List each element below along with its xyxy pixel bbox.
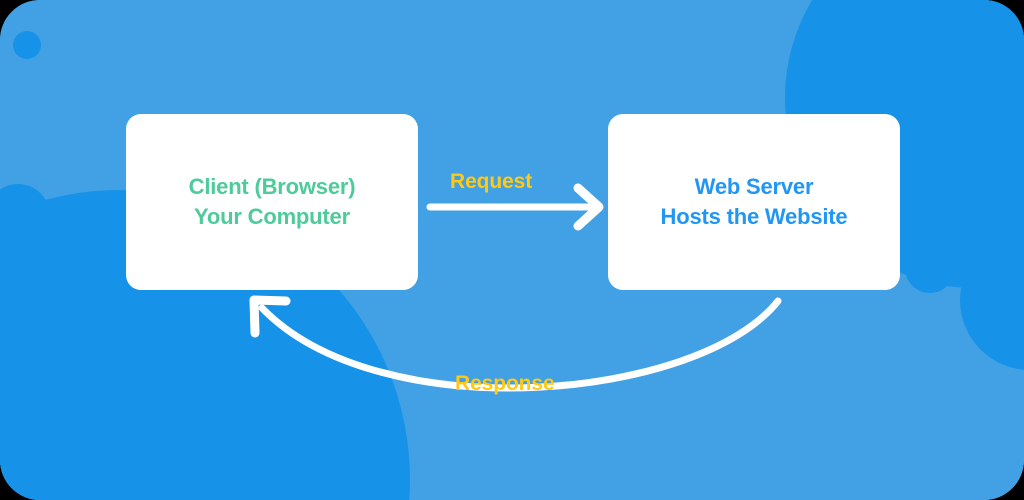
circle-right-small-icon bbox=[905, 243, 955, 293]
edge-label-request: Request bbox=[450, 170, 533, 193]
circle-bottom-left-small-icon bbox=[57, 247, 103, 293]
edge-label-response: Response bbox=[455, 372, 555, 395]
circle-top-left-small-icon bbox=[13, 31, 41, 59]
node-server-title: Web Server bbox=[694, 174, 814, 200]
node-client-title: Client (Browser) bbox=[188, 174, 356, 200]
node-server[interactable]: Web Server Hosts the Website bbox=[608, 114, 900, 290]
circle-right-edge-icon bbox=[960, 230, 1024, 370]
node-client[interactable]: Client (Browser) Your Computer bbox=[126, 114, 418, 290]
node-server-subtitle: Hosts the Website bbox=[660, 204, 848, 229]
node-client-subtitle: Your Computer bbox=[194, 204, 350, 229]
